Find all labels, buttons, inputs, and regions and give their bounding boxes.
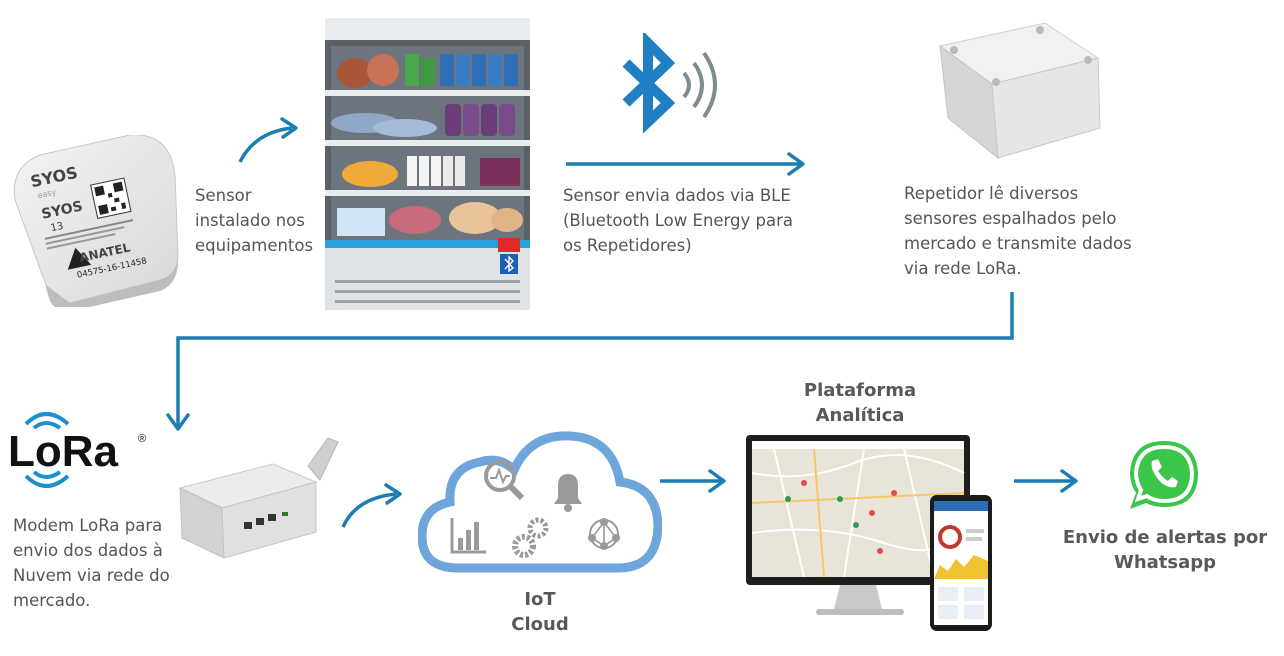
sensor-caption: Sensor instalado nos equipamentos — [195, 183, 313, 258]
sensor-caption-line: equipamentos — [195, 236, 314, 255]
whatsapp-title-line: Envio de alertas por — [1062, 527, 1268, 548]
platform-title: Plataforma Analítica — [780, 378, 940, 428]
shelf-2 — [331, 96, 524, 140]
bar-chart-icon — [450, 518, 486, 554]
repeater-caption: Repetidor lê diversos sensores espalhado… — [904, 181, 1132, 281]
ble-caption-line: (Bluetooth Low Energy para — [563, 211, 794, 230]
shelf-3 — [331, 146, 524, 190]
platform-title-line: Plataforma — [803, 380, 917, 401]
whatsapp-title-line: Whatsapp — [1113, 552, 1217, 573]
lora-caption-line: envio dos dados à — [13, 541, 163, 560]
syos-sensor-device: SYOS easy SYOS 13 ANATEL 04575-16-11458 — [13, 135, 179, 307]
anatel-logo-icon — [67, 247, 92, 270]
repeater-caption-line: sensores espalhados pelo — [904, 209, 1117, 228]
repeater-caption-line: via rede LoRa. — [904, 259, 1022, 278]
ble-caption-line: os Repetidores) — [563, 236, 692, 255]
whatsapp-title: Envio de alertas por Whatsapp — [1060, 525, 1270, 575]
ble-caption: Sensor envia dados via BLE (Bluetooth Lo… — [563, 183, 793, 258]
network-icon — [588, 518, 620, 550]
lora-caption-line: Nuvem via rede do — [13, 566, 170, 585]
platform-title-line: Analítica — [815, 405, 905, 426]
lora-caption-line: Modem LoRa para — [13, 516, 163, 535]
qr-code-icon — [90, 177, 132, 219]
gears-icon — [512, 517, 549, 558]
lora-link-arrow — [176, 292, 1014, 428]
ble-caption-line: Sensor envia dados via BLE — [563, 186, 791, 205]
whatsapp-icon — [1130, 441, 1198, 509]
shelf-1 — [331, 46, 524, 90]
sensor-caption-line: instalado nos — [195, 211, 305, 230]
curved-arrow-sensor — [238, 126, 293, 163]
iot-title-line: Cloud — [511, 614, 569, 635]
lora-waves-icon — [24, 412, 70, 488]
refrigerated-display-case — [325, 18, 530, 310]
sensor-model-line: easy — [37, 188, 57, 201]
shelf-4 — [331, 196, 524, 240]
bell-icon — [554, 474, 582, 512]
repeater-caption-line: mercado e transmite dados — [904, 234, 1132, 253]
iot-title-line: IoT — [524, 589, 556, 610]
sensor-number: 13 — [50, 221, 65, 234]
sensor-caption-line: Sensor — [195, 186, 252, 205]
lora-logo-text: LoRa — [8, 427, 119, 476]
iot-cloud-title: IoT Cloud — [480, 587, 600, 637]
repeater-caption-line: Repetidor lê diversos — [904, 184, 1079, 203]
repeater-box — [938, 22, 1101, 160]
lora-modem — [178, 437, 339, 559]
lora-logo-mark: ® — [138, 433, 146, 445]
cloud-icon — [418, 431, 662, 573]
signal-waves-icon — [682, 51, 717, 119]
analytics-search-icon — [484, 460, 525, 501]
lora-caption: Modem LoRa para envio dos dados à Nuvem … — [13, 513, 170, 613]
lora-logo: LoRa ® — [8, 412, 146, 488]
antenna-icon — [307, 437, 339, 481]
bluetooth-icon — [622, 33, 717, 134]
analytics-platform-devices — [746, 435, 992, 631]
curved-arrow-modem — [341, 492, 397, 528]
lora-caption-line: mercado. — [13, 591, 91, 610]
